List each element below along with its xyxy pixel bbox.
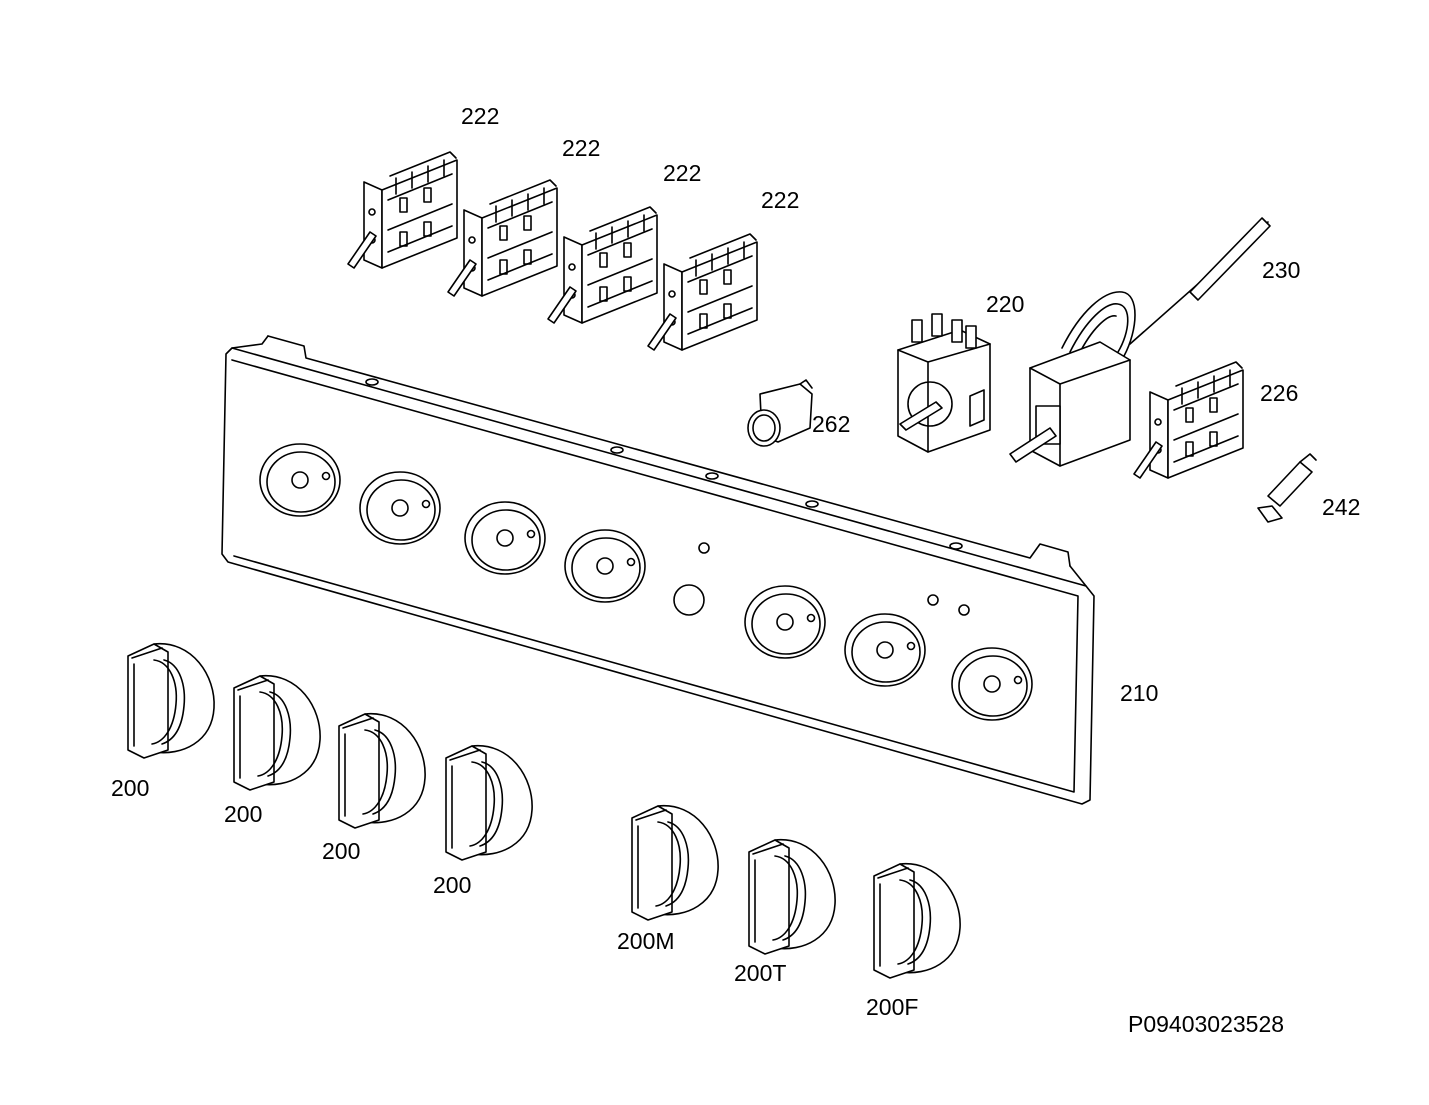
- label-switch-4: 222: [761, 187, 800, 213]
- knob-t: [748, 838, 836, 955]
- knob-f: [873, 862, 961, 979]
- indicator-hole-2: [927, 594, 939, 606]
- label-switch-2: 222: [562, 135, 601, 161]
- indicator-hole-3: [958, 604, 970, 616]
- rotary-switch-1: [347, 151, 458, 269]
- label-regulator: 220: [986, 291, 1025, 317]
- label-oven-switch: 226: [1260, 380, 1299, 406]
- label-pilot-lamp: 262: [812, 411, 851, 437]
- oven-switch: [1133, 361, 1244, 479]
- pilot-lamp: [747, 379, 813, 447]
- knob-3: [338, 712, 426, 829]
- energy-regulator: [897, 313, 991, 453]
- control-panel: [221, 335, 1095, 805]
- knob-m: [631, 804, 719, 921]
- label-knob-4: 200: [433, 872, 472, 898]
- knob-4: [445, 744, 533, 861]
- knob-2: [233, 674, 321, 791]
- rotary-switch-3: [547, 206, 658, 324]
- indicator-hole-1: [698, 542, 710, 554]
- label-thermal-fuse: 242: [1322, 494, 1361, 520]
- label-switch-1: 222: [461, 103, 500, 129]
- rotary-switch-2: [447, 179, 558, 297]
- label-control-panel: 210: [1120, 680, 1159, 706]
- label-knob-2: 200: [224, 801, 263, 827]
- label-thermostat: 230: [1262, 257, 1301, 283]
- lamp-hole: [673, 584, 705, 616]
- label-switch-3: 222: [663, 160, 702, 186]
- thermostat: [1009, 217, 1271, 467]
- label-knob-3: 200: [322, 838, 361, 864]
- label-knob-1: 200: [111, 775, 150, 801]
- thermal-fuse: [1257, 453, 1317, 523]
- label-knob-f: 200F: [866, 994, 919, 1020]
- knob-1: [127, 642, 215, 759]
- label-knob-m: 200M: [617, 928, 675, 954]
- rotary-switch-4: [647, 233, 758, 351]
- label-knob-t: 200T: [734, 960, 787, 986]
- drawing-number: P09403023528: [1128, 1011, 1285, 1037]
